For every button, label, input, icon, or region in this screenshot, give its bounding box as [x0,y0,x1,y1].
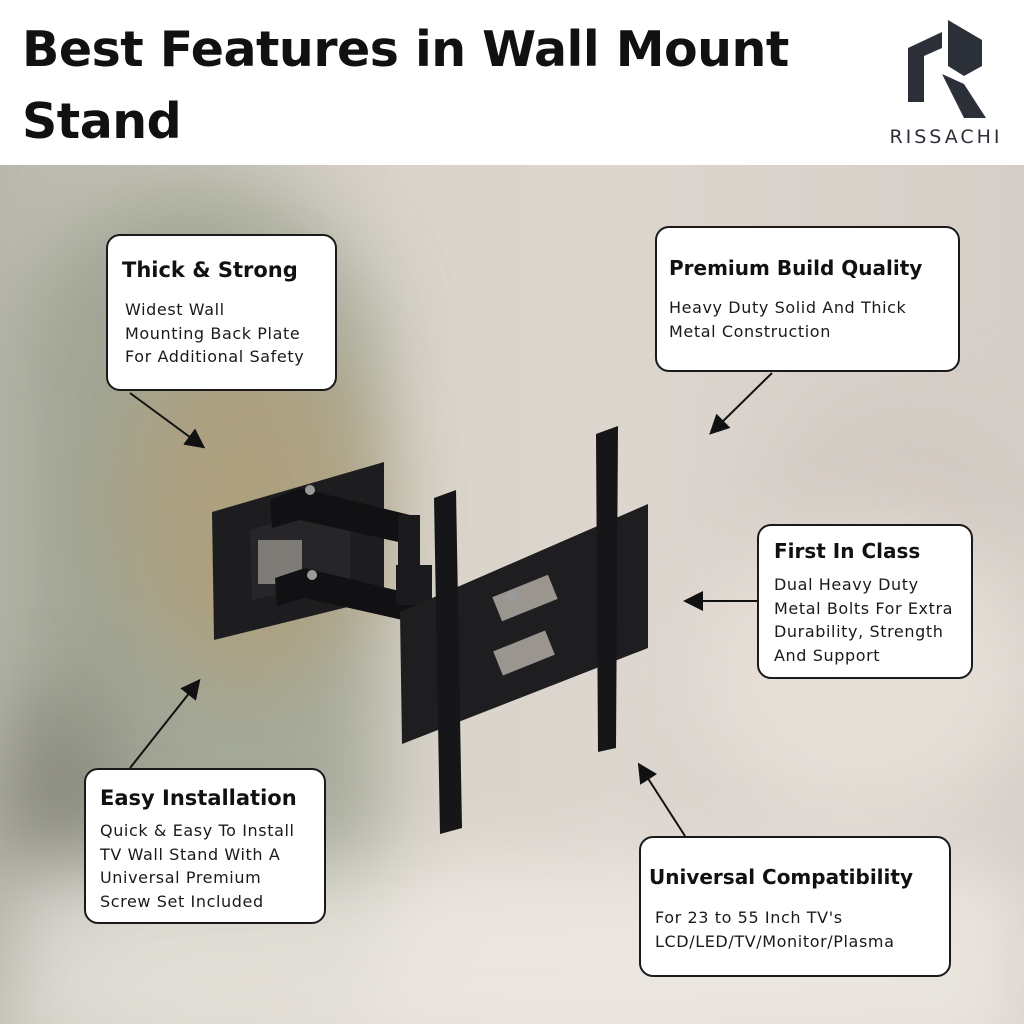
feature-description: Heavy Duty Solid And Thick Metal Constru… [669,298,907,341]
upper-arm [270,488,412,545]
right-rail [596,426,618,752]
left-rail [434,490,462,834]
brand-logo: RISSACHI [872,18,1020,153]
feature-card-universal-compat: Universal Compatibility For 23 to 55 Inc… [639,836,951,977]
title-line-2: Stand [22,93,182,150]
feature-card-thick-strong: Thick & Strong Widest Wall Mounting Back… [106,234,337,391]
feature-card-premium-build: Premium Build Quality Heavy Duty Solid A… [655,226,960,372]
feature-description: Quick & Easy To Install TV Wall Stand Wi… [100,821,295,911]
feature-description: Widest Wall Mounting Back Plate For Addi… [125,300,305,366]
feature-card-easy-installation: Easy Installation Quick & Easy To Instal… [84,768,326,924]
arrow-thick-strong [129,392,206,449]
arrow-easy-install [129,678,201,769]
arrow-universal [637,762,686,837]
feature-title: Universal Compatibility [649,865,913,889]
feature-title: Thick & Strong [122,258,298,282]
feature-title: Easy Installation [100,786,297,810]
brand-name: RISSACHI [889,126,1003,148]
page-title: Best Features in Wall Mount Stand [22,14,842,158]
arrow-premium-build [709,372,773,435]
feature-title: Premium Build Quality [669,256,923,280]
title-line-1: Best Features in Wall Mount [22,21,789,78]
feature-title: First In Class [774,539,921,563]
rissachi-logo-icon [908,20,986,118]
feature-description: For 23 to 55 Inch TV's LCD/LED/TV/Monito… [655,908,895,951]
header: Best Features in Wall Mount Stand RISSAC… [0,0,1024,165]
lower-arm [275,568,420,624]
feature-description: Dual Heavy Duty Metal Bolts For Extra Du… [774,575,954,665]
vesa-plate [400,504,648,744]
feature-card-first-in-class: First In Class Dual Heavy Duty Metal Bol… [757,524,973,679]
